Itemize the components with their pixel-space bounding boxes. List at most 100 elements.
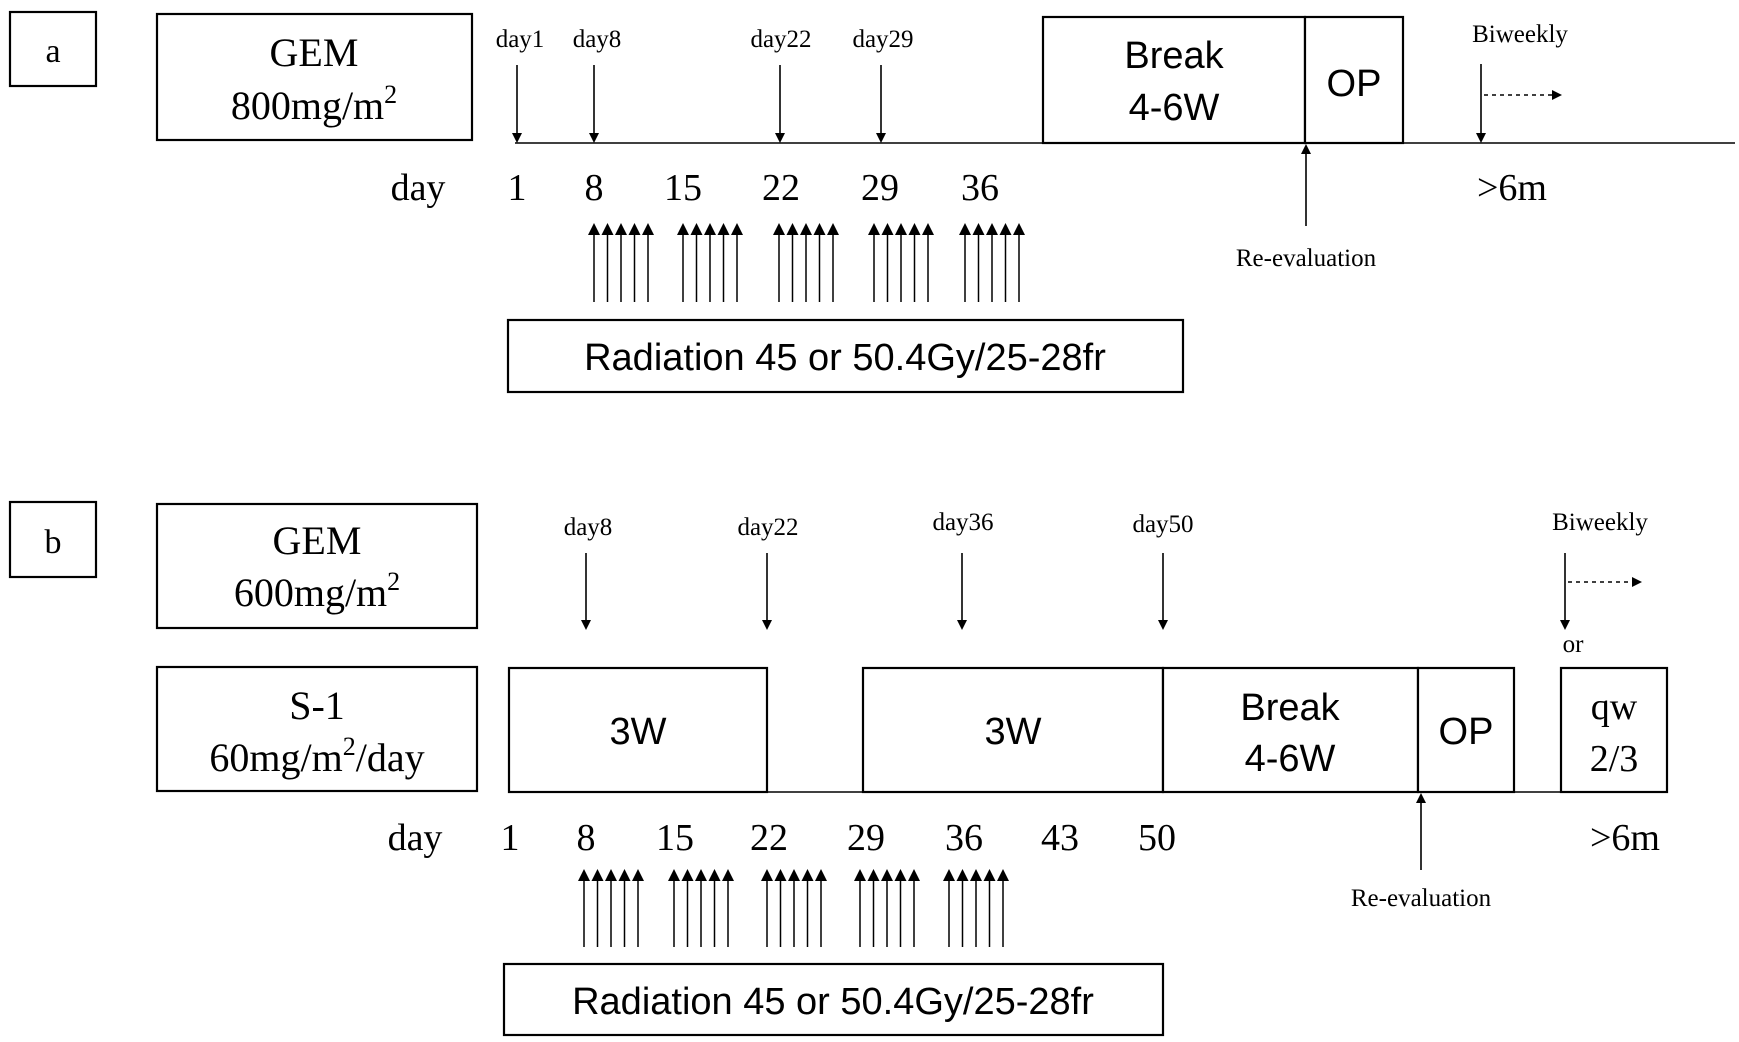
radiation-b-label: Radiation 45 or 50.4Gy/25-28fr xyxy=(572,981,1094,1023)
gem-day-a-1: day1 xyxy=(496,26,545,53)
biweekly-a-label: Biweekly xyxy=(1472,21,1568,48)
radiation-b-fraction-arrowhead xyxy=(854,869,866,881)
radiation-b-fraction-arrowhead xyxy=(894,869,907,881)
radiation-b-fraction-arrowhead xyxy=(983,869,996,881)
day-tick-b-50: 50 xyxy=(1138,817,1176,859)
radiation-a-fraction-arrowhead xyxy=(1013,223,1025,235)
gem-day-b-50: day50 xyxy=(1132,511,1193,538)
re-evaluation-b-label: Re-evaluation xyxy=(1351,885,1492,912)
qw-fraction: 2/3 xyxy=(1590,738,1639,780)
break-b-title: Break xyxy=(1240,687,1340,729)
break-b-duration: 4-6W xyxy=(1245,738,1336,780)
break-a-title: Break xyxy=(1124,35,1224,77)
gem-600-dose-main: 600mg/m xyxy=(234,570,387,615)
day-tick-b-15: 15 xyxy=(656,817,694,859)
day-tick-b-29: 29 xyxy=(847,817,885,859)
radiation-b-fraction-arrowhead xyxy=(695,869,707,881)
gem-day-a-4: day29 xyxy=(852,26,913,53)
op-a-label: OP xyxy=(1327,63,1382,105)
radiation-a-fraction-arrowhead xyxy=(999,223,1012,235)
s1-dose-sup: 2 xyxy=(343,732,356,761)
gem-day-a-3: day22 xyxy=(750,26,811,53)
radiation-b-fraction-arrowhead xyxy=(970,869,982,881)
gem-600-box xyxy=(155,502,479,630)
biweekly-b-label: Biweekly xyxy=(1552,509,1648,536)
radiation-a-fraction-arrowhead xyxy=(717,223,730,235)
gem-600-title: GEM xyxy=(273,518,362,563)
radiation-b-fraction-arrowhead xyxy=(815,869,827,881)
radiation-fractions-a xyxy=(588,223,1025,302)
radiation-b-fraction-arrowhead xyxy=(591,869,604,881)
radiation-b-fraction-arrowhead xyxy=(943,869,955,881)
radiation-a-fraction-arrowhead xyxy=(615,223,627,235)
day-tick-a-29: 29 xyxy=(861,167,899,209)
op-b-label: OP xyxy=(1439,711,1494,753)
panel-a-label: a xyxy=(45,33,60,70)
radiation-b-fraction-arrowhead xyxy=(722,869,734,881)
radiation-a-fraction-arrowhead xyxy=(690,223,703,235)
radiation-b-fraction-arrowhead xyxy=(578,869,590,881)
radiation-a-fraction-arrowhead xyxy=(986,223,998,235)
day-tick-a-36: 36 xyxy=(961,167,999,209)
radiation-b-fraction-arrowhead xyxy=(774,869,787,881)
day-tick-a-15: 15 xyxy=(664,167,702,209)
radiation-b-fraction-arrowhead xyxy=(618,869,631,881)
day-tick-b-43: 43 xyxy=(1041,817,1079,859)
gem-800-dose: 800mg/m2 xyxy=(231,80,397,128)
s1-dose-tail: /day xyxy=(356,735,425,780)
gem-800-box xyxy=(155,12,474,142)
gem-day-b-8: day8 xyxy=(564,514,613,541)
qw-title: qw xyxy=(1591,686,1638,728)
radiation-box-b xyxy=(502,962,1165,1037)
gem-800-title: GEM xyxy=(270,30,359,75)
radiation-a-fraction-arrowhead xyxy=(868,223,880,235)
radiation-a-fraction-arrowhead xyxy=(800,223,812,235)
radiation-a-fraction-arrowhead xyxy=(628,223,641,235)
break-box-b xyxy=(1161,666,1420,794)
panel-b-label: b xyxy=(45,524,62,561)
break-a-duration: 4-6W xyxy=(1129,87,1220,129)
gem-day-b-36: day36 xyxy=(932,509,993,536)
radiation-b-fraction-arrowhead xyxy=(881,869,893,881)
radiation-b-fraction-arrowhead xyxy=(708,869,721,881)
day-tick-a-1: 1 xyxy=(508,167,527,209)
day-row-a-label: day xyxy=(391,167,446,209)
radiation-a-fraction-arrowhead xyxy=(704,223,716,235)
s1-box xyxy=(155,665,479,793)
radiation-a-fraction-arrowhead xyxy=(677,223,689,235)
radiation-b-fraction-arrowhead xyxy=(956,869,969,881)
op-box-a xyxy=(1303,15,1405,145)
radiation-b-fraction-arrowhead xyxy=(668,869,680,881)
day-tick-b-1: 1 xyxy=(501,817,520,859)
or-label: or xyxy=(1563,631,1585,658)
day-row-a-end: >6m xyxy=(1477,167,1547,209)
day-tick-b-36: 36 xyxy=(945,817,983,859)
radiation-b-fraction-arrowhead xyxy=(632,869,644,881)
s1-course-1-box xyxy=(507,666,769,794)
gem-day-b-22: day22 xyxy=(737,514,798,541)
day-tick-b-8: 8 xyxy=(577,817,596,859)
panel-b-label-box xyxy=(8,500,98,579)
s1-dose: 60mg/m2/day xyxy=(209,732,424,780)
radiation-a-fraction-arrowhead xyxy=(895,223,907,235)
radiation-a-fraction-arrowhead xyxy=(881,223,894,235)
radiation-a-fraction-arrowhead xyxy=(601,223,614,235)
gem-800-dose-main: 800mg/m xyxy=(231,83,384,128)
radiation-a-fraction-arrowhead xyxy=(773,223,785,235)
day-tick-b-22: 22 xyxy=(750,817,788,859)
radiation-a-fraction-arrowhead xyxy=(908,223,921,235)
radiation-b-fraction-arrowhead xyxy=(908,869,920,881)
radiation-b-fraction-arrowhead xyxy=(681,869,694,881)
gem-day-a-2: day8 xyxy=(573,26,622,53)
radiation-a-fraction-arrowhead xyxy=(972,223,985,235)
radiation-a-label: Radiation 45 or 50.4Gy/25-28fr xyxy=(584,337,1106,379)
radiation-b-fraction-arrowhead xyxy=(997,869,1009,881)
s1-course-2-box xyxy=(861,666,1165,794)
radiation-a-fraction-arrowhead xyxy=(642,223,654,235)
gem-800-dose-sup: 2 xyxy=(384,80,397,109)
radiation-b-fraction-arrowhead xyxy=(801,869,814,881)
radiation-a-fraction-arrowhead xyxy=(588,223,600,235)
panel-a-label-box xyxy=(8,10,98,88)
radiation-a-fraction-arrowhead xyxy=(827,223,839,235)
panel-a: a GEM 800mg/m2 day1 day8 day22 day29 Bre… xyxy=(8,10,1735,394)
